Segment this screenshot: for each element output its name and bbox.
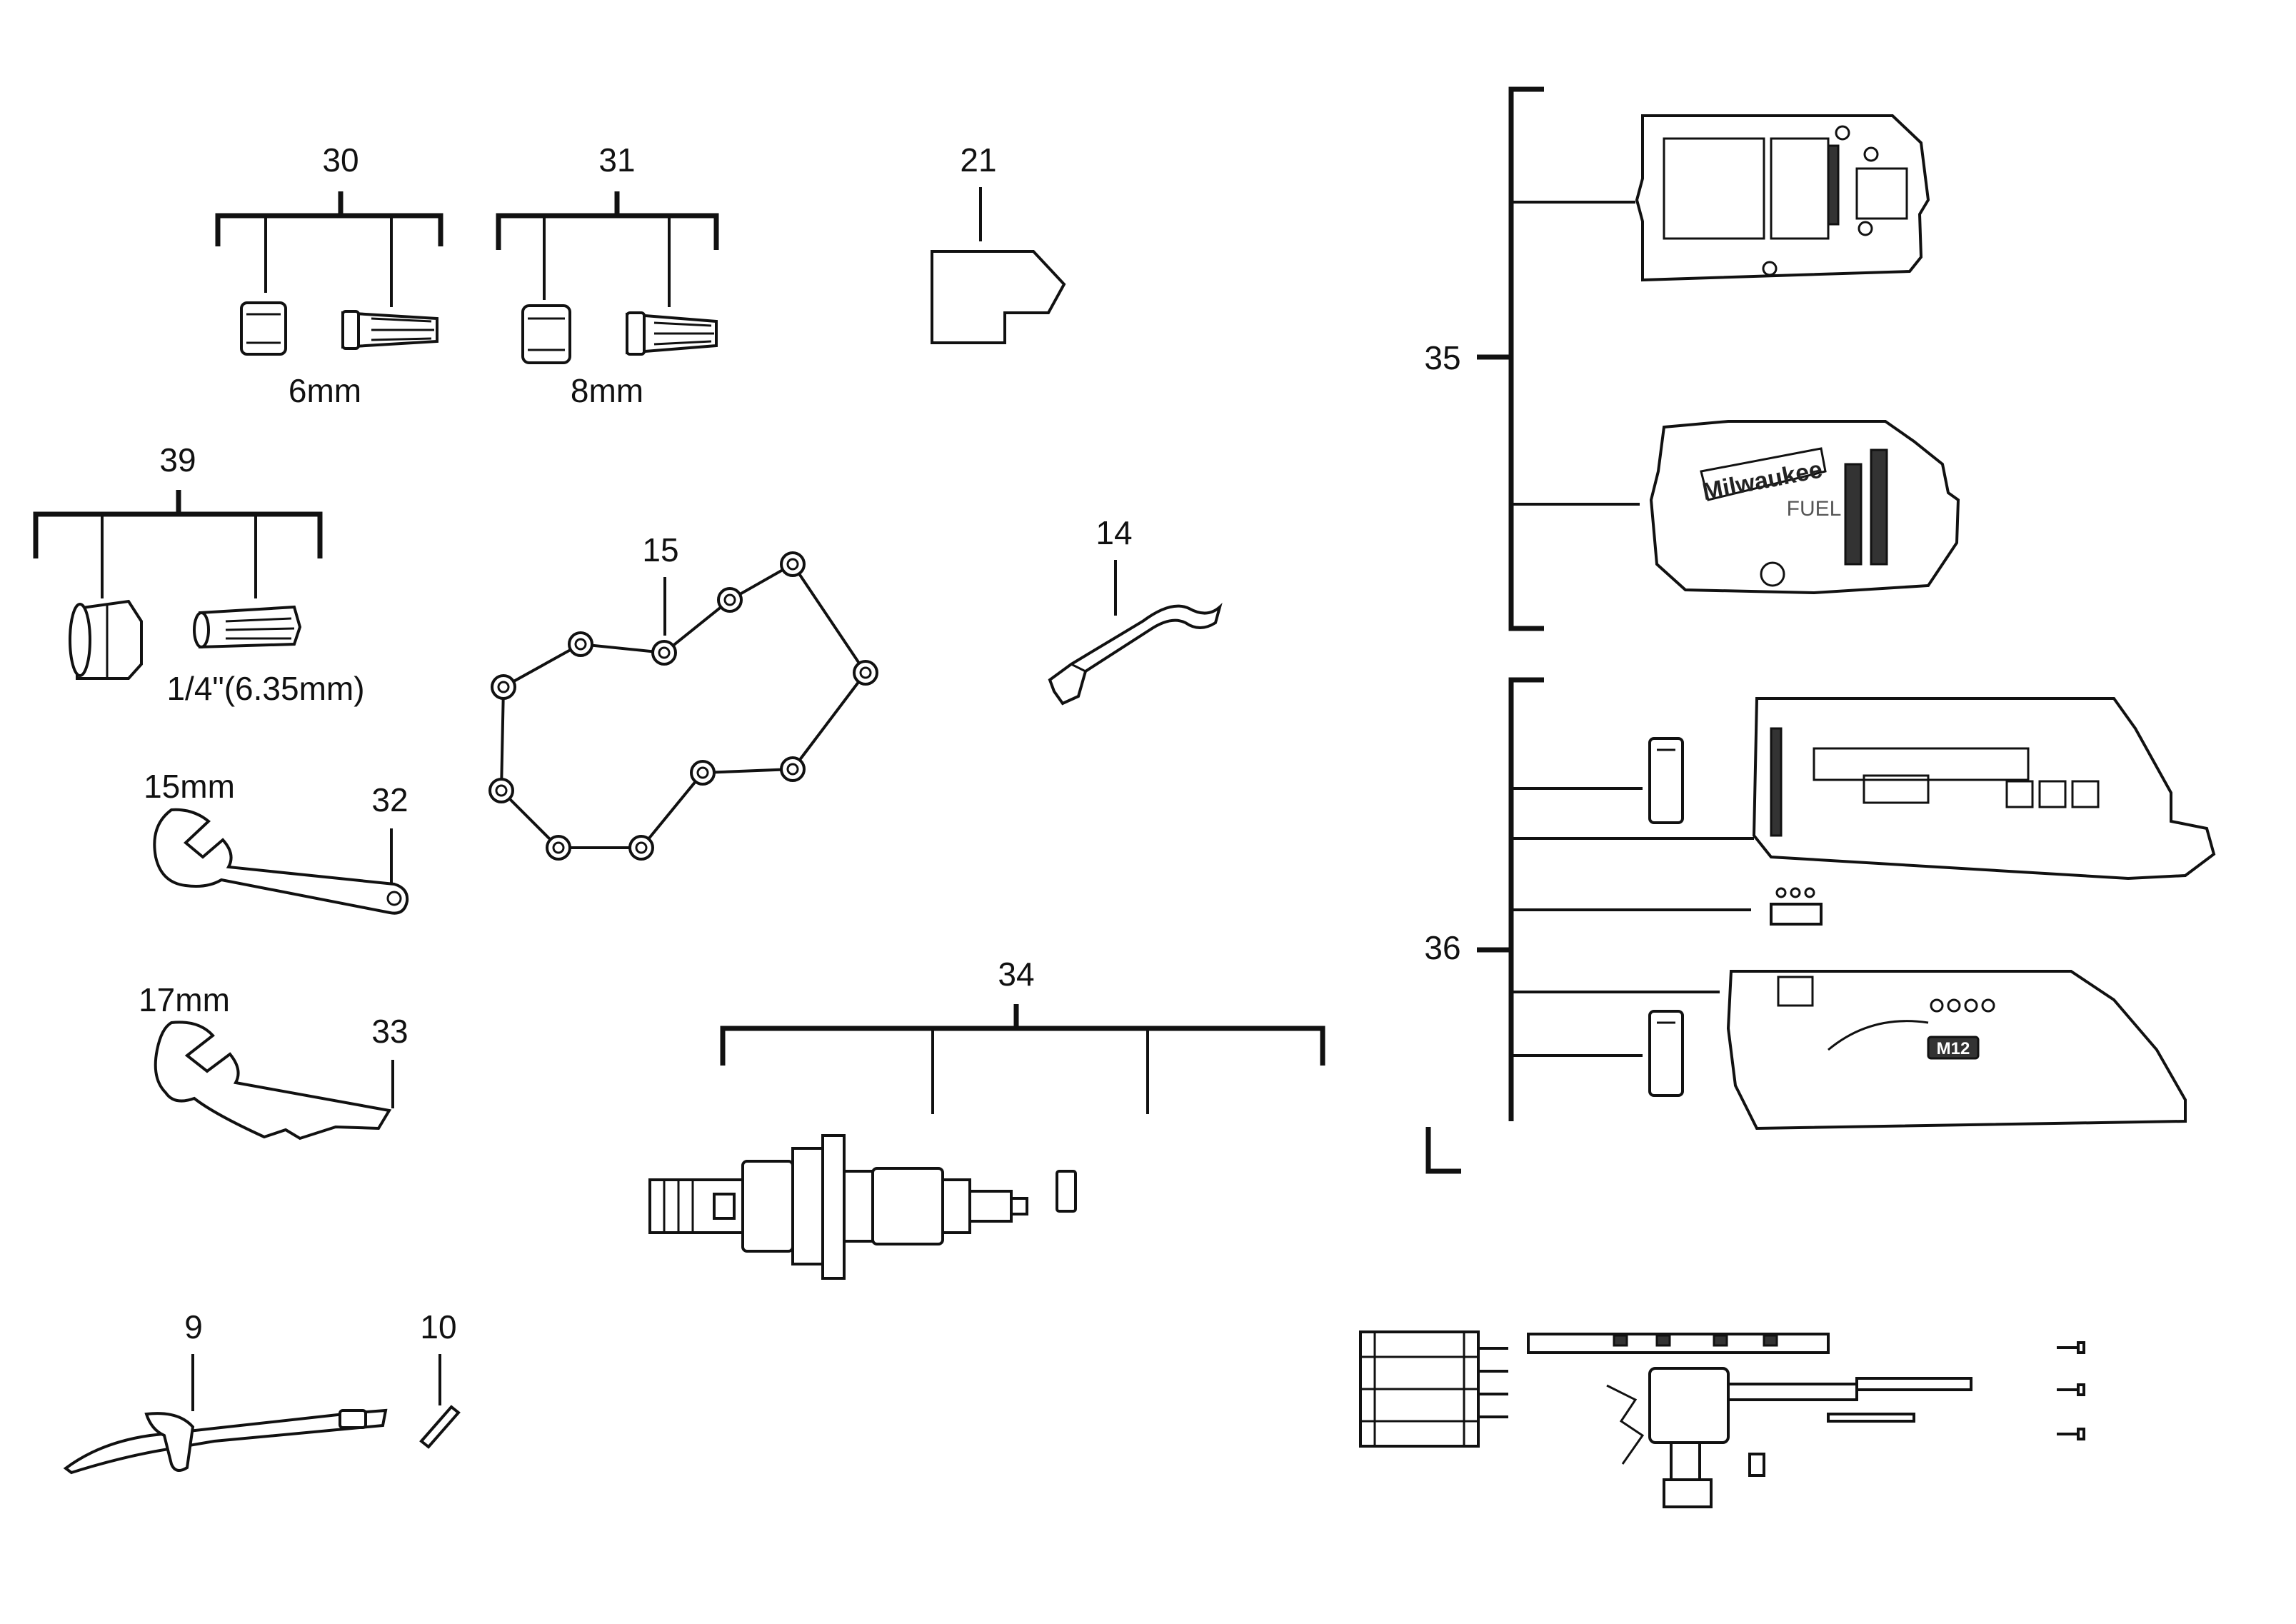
part-39-collet-set-6-35mm: 39 1/4"(6.35mm): [33, 441, 365, 707]
callout-32: 32: [371, 781, 408, 818]
bracket-31: [496, 191, 719, 250]
part-36-handle-housing-set: 36: [1424, 677, 2216, 1174]
size-label-6-35mm: 1/4"(6.35mm): [166, 670, 364, 707]
bracket-35: [1477, 86, 1544, 631]
housing-half-outer: Milwaukee FUEL: [1649, 420, 1960, 595]
lock-lever-outline: [63, 1408, 388, 1475]
size-label-15mm: 15mm: [144, 768, 235, 805]
bracket-39: [33, 490, 323, 558]
label-plate-outline: [931, 250, 1066, 344]
callout-39: 39: [159, 441, 196, 478]
handle-half-outer: M12: [1726, 970, 2187, 1131]
wrench-15mm-outline: [153, 808, 409, 915]
part-34-armature-assembly: 34: [648, 956, 1325, 1280]
collet-nut-8mm: [521, 304, 571, 364]
callout-33: 33: [371, 1013, 408, 1050]
field-stator: [1359, 1330, 1508, 1448]
terminal-block: [1770, 887, 1823, 926]
handle-half-inner: [1752, 697, 2216, 881]
callout-9: 9: [184, 1308, 203, 1345]
switch-slider: [1727, 1377, 1972, 1477]
armature-bearing: [1056, 1170, 1077, 1213]
housing-half-inner: [1635, 114, 1930, 282]
screws: [2057, 1341, 2085, 1440]
part-33-wrench-17mm: 17mm 33: [139, 981, 408, 1141]
bracket-36: [1425, 677, 1544, 1174]
bracket-34: [720, 1004, 1325, 1066]
pcb-board: [1527, 1333, 1830, 1354]
battery-latch-lower: [1648, 1010, 1684, 1097]
collet-nut-6mm: [240, 301, 287, 356]
callout-10: 10: [420, 1308, 456, 1345]
wrench-17mm-outline: [154, 1021, 392, 1141]
collet-8mm: [626, 311, 718, 356]
switch-body: [1606, 1367, 1730, 1508]
callout-14: 14: [1096, 514, 1132, 551]
size-label-6mm: 6mm: [289, 372, 361, 409]
collet-6-35mm: [193, 605, 302, 649]
part-9-lock-lever: 9: [63, 1308, 388, 1475]
part-32-wrench-15mm: 15mm 32: [144, 768, 409, 915]
battery-latch-upper: [1648, 737, 1684, 824]
pin-outline: [419, 1405, 461, 1449]
size-label-8mm: 8mm: [571, 372, 643, 409]
part-30-collet-set-6mm: 30 6mm: [215, 141, 443, 409]
part-21-label-plate: 21: [931, 141, 1066, 344]
callout-36: 36: [1424, 929, 1460, 966]
part-15-snap-ring: 15: [488, 531, 878, 861]
spring-clip-outline: [1048, 603, 1223, 706]
model-mark: M12: [1937, 1039, 1970, 1058]
callout-31: 31: [598, 141, 635, 179]
part-10-pin: 10: [419, 1308, 461, 1449]
collet-6mm: [341, 310, 438, 350]
armature-shaft: [648, 1134, 1028, 1280]
part-14-spring-clip: 14: [1048, 514, 1223, 706]
part-35-housing-set: 35 Milwaukee FUEL: [1424, 86, 1960, 631]
callout-34: 34: [998, 956, 1034, 993]
motor-switch-assembly: [1359, 1330, 2085, 1508]
callout-35: 35: [1424, 339, 1460, 376]
snap-ring-outline: [499, 562, 868, 849]
snap-ring-eyelets: [488, 551, 878, 861]
callout-21: 21: [960, 141, 996, 179]
size-label-17mm: 17mm: [139, 981, 230, 1018]
collet-nut-6-35mm: [69, 599, 143, 680]
callout-15: 15: [642, 531, 678, 568]
callout-30: 30: [322, 141, 359, 179]
bracket-30: [215, 191, 443, 246]
line-mark: FUEL: [1787, 497, 1842, 521]
part-31-collet-set-8mm: 31 8mm: [496, 141, 719, 409]
